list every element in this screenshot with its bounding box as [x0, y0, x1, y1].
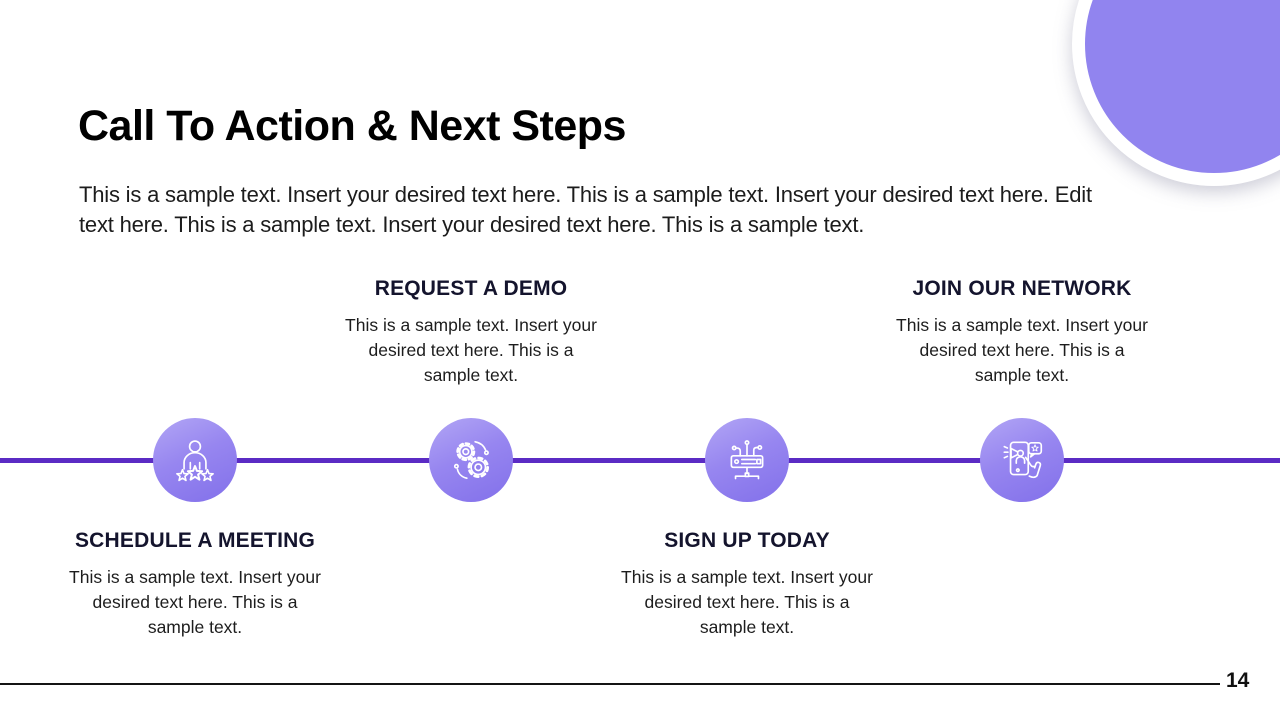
step-schedule-meeting: SCHEDULE A MEETING This is a sample text… [45, 529, 345, 640]
footer-line [0, 683, 1220, 685]
decor-circle [1072, 0, 1280, 186]
step-description: This is a sample text. Insert your desir… [69, 567, 321, 637]
step-label: SIGN UP TODAY [664, 529, 830, 552]
page-number: 14 [1226, 669, 1250, 692]
step-description: This is a sample text. Insert your desir… [621, 567, 873, 637]
timeline-line [0, 458, 1280, 463]
step-label: SCHEDULE A MEETING [74, 529, 316, 552]
step-description: This is a sample text. Insert your desir… [345, 315, 597, 385]
intro-text: This is a sample text. Insert your desir… [79, 182, 1092, 237]
step-request-demo: REQUEST A DEMO This is a sample text. In… [321, 277, 621, 388]
step-description: This is a sample text. Insert your desir… [896, 315, 1148, 385]
person-rating-icon [176, 440, 214, 482]
timeline-node-request-demo [429, 418, 513, 502]
gears-icon [453, 440, 490, 480]
step-label: REQUEST A DEMO [374, 277, 568, 300]
timeline-node-schedule-meeting [153, 418, 237, 502]
timeline-node-join-network [980, 418, 1064, 502]
network-device-icon [730, 440, 764, 480]
step-label: JOIN OUR NETWORK [912, 277, 1132, 300]
page-title: Call To Action & Next Steps [78, 102, 626, 150]
timeline-node-sign-up [705, 418, 789, 502]
step-sign-up-today: SIGN UP TODAY This is a sample text. Ins… [597, 529, 897, 640]
phone-promotion-icon [1003, 441, 1043, 479]
step-join-network: JOIN OUR NETWORK This is a sample text. … [872, 277, 1172, 388]
